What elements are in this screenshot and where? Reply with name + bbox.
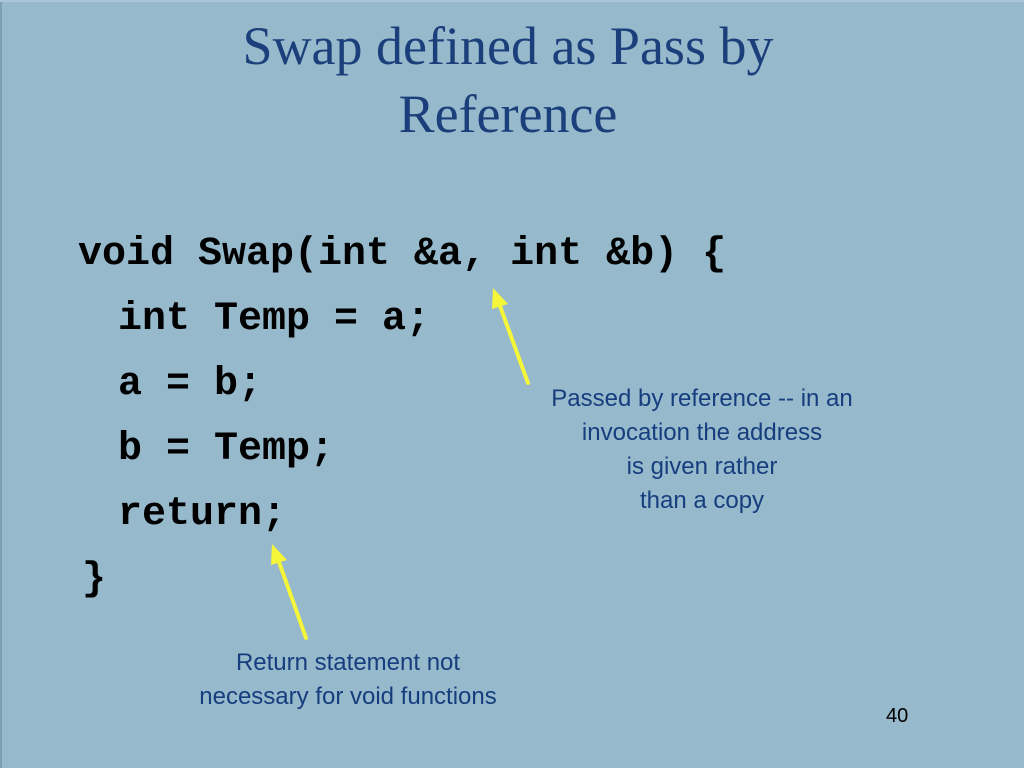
callout-return-statement-line-2: necessary for void functions — [199, 683, 497, 710]
slide-top-border — [0, 0, 1024, 2]
callout-pass-by-reference: Passed by reference -- in an invocation … — [502, 382, 902, 518]
code-line-b-assign: b = Temp; — [118, 427, 335, 472]
slide-left-border — [0, 0, 2, 768]
code-line-a-assign: a = b; — [118, 362, 263, 407]
callout-return-statement-line-1: Return statement not — [235, 649, 461, 676]
callout-return-statement: Return statement not necessary for void … — [148, 646, 548, 714]
slide-title: Swap defined as Pass by Reference — [0, 12, 1016, 148]
slide-number: 40 — [886, 705, 909, 727]
callout-pass-by-reference-line-2: invocation the address — [581, 419, 823, 446]
code-line-temp-assign: int Temp = a; — [118, 297, 431, 342]
callout-pass-by-reference-line-1: Passed by reference -- in an — [551, 385, 853, 412]
slide-title-line-1: Swap defined as Pass by — [242, 16, 774, 76]
arrow-to-reference-param — [492, 288, 530, 385]
callout-pass-by-reference-line-3: is given rather — [626, 453, 778, 480]
code-line-signature: void Swap(int &a, int &b) { — [78, 232, 727, 277]
arrow-to-return-statement — [271, 544, 308, 640]
code-line-closing-brace: } — [82, 557, 107, 602]
slide-title-line-2: Reference — [398, 84, 618, 144]
callout-pass-by-reference-line-4: than a copy — [639, 487, 765, 514]
code-line-return: return; — [118, 492, 287, 537]
